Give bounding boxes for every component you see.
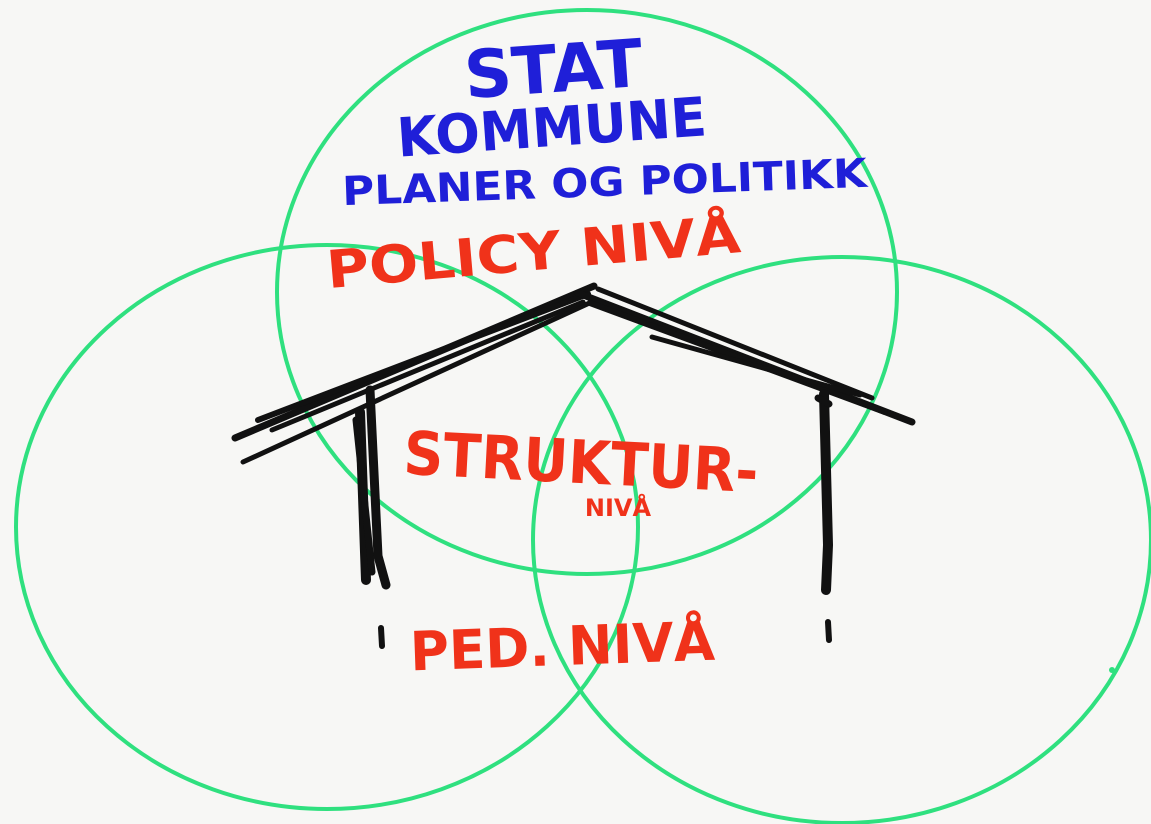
label-policy-niva: POLICY NIVÅ [324, 204, 743, 301]
roof-right-stroke [595, 286, 875, 401]
label-ped-niva: PED. NIVÅ [409, 610, 716, 684]
label-struktur: STRUKTUR- [402, 419, 760, 507]
roof-right-stroke [587, 300, 888, 415]
roof-left-stroke [240, 297, 599, 465]
right-wall-tick [825, 619, 832, 643]
house-sketch [231, 282, 916, 649]
right-circle [531, 255, 1151, 824]
right-wall-stroke [814, 394, 833, 408]
roof-left-stroke [255, 291, 591, 423]
left-wall-tick [378, 625, 385, 649]
label-stat: STAT [462, 25, 645, 114]
label-struktur-niva: NIVÅ [585, 493, 652, 522]
right-wall-stroke [819, 389, 833, 595]
roof-right-stroke [649, 334, 863, 398]
left-circle [14, 243, 640, 811]
roof-left-stroke [269, 299, 586, 433]
venn-circles [14, 8, 1151, 824]
house-labels: STRUKTUR- NIVÅ [402, 419, 760, 522]
left-wall-stroke [352, 416, 376, 576]
top-circle [275, 8, 899, 576]
stray-dot [1109, 667, 1115, 673]
left-wall-stroke [365, 385, 391, 590]
bottom-labels: PED. NIVÅ [409, 610, 716, 684]
